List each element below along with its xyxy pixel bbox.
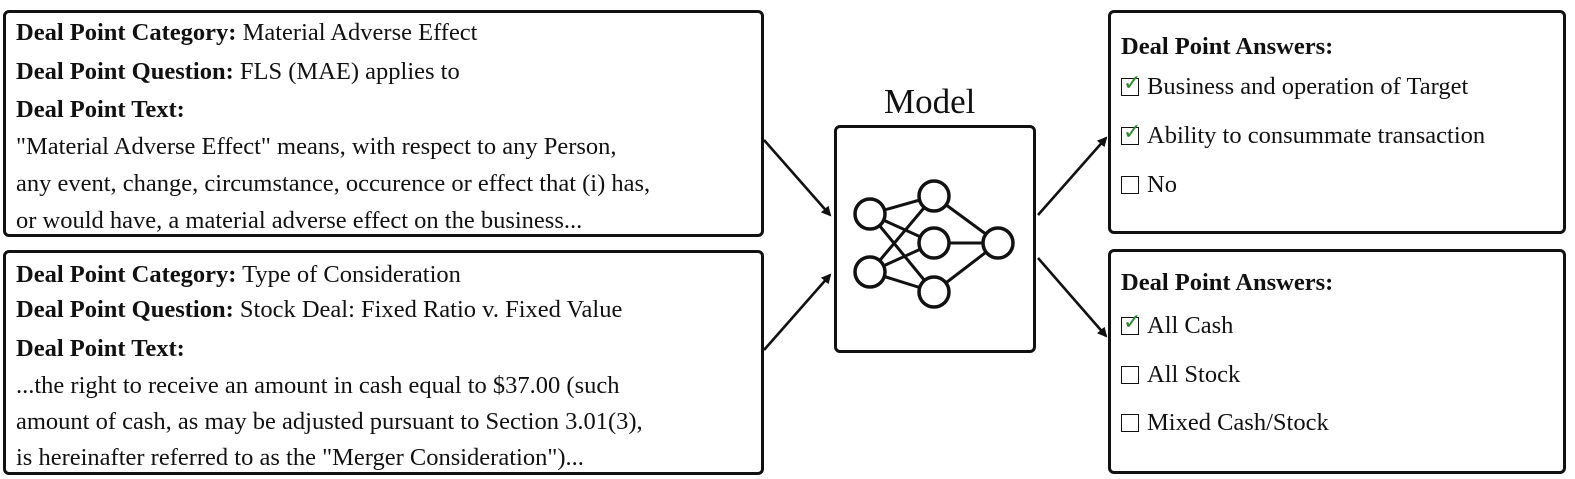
answer-label: All Cash bbox=[1147, 312, 1234, 339]
answers-title: Deal Point Answers: bbox=[1121, 33, 1334, 60]
answer-option: ✓ All Stock bbox=[1121, 361, 1241, 388]
text-label: Deal Point Text: bbox=[16, 335, 185, 362]
text-line: amount of cash, as may be adjusted pursu… bbox=[16, 408, 643, 435]
neural-network-icon bbox=[853, 179, 1015, 309]
answer-label: No bbox=[1147, 171, 1177, 198]
text-line: ...the right to receive an amount in cas… bbox=[16, 372, 620, 399]
checkbox: ✓ bbox=[1121, 414, 1139, 433]
answer-option: ✓ Ability to consummate transaction bbox=[1121, 122, 1486, 149]
answer-label: All Stock bbox=[1147, 361, 1241, 388]
answer-label: Ability to consummate transaction bbox=[1147, 122, 1486, 149]
question-label: Deal Point Question: bbox=[16, 58, 234, 85]
text-line: "Material Adverse Effect" means, with re… bbox=[16, 133, 617, 160]
arrow-model-to-answer2 bbox=[1037, 257, 1108, 338]
answer-option: ✓ No bbox=[1121, 171, 1177, 198]
checkmark-icon: ✓ bbox=[1123, 71, 1142, 97]
checkbox: ✓ bbox=[1121, 366, 1139, 385]
input-box-consideration: Deal Point Category: Type of Considerati… bbox=[3, 250, 764, 475]
question-label: Deal Point Question: bbox=[16, 296, 234, 323]
answer-option: ✓ Business and operation of Target bbox=[1121, 73, 1469, 100]
model-label: Model bbox=[884, 82, 976, 121]
arrow-input1-to-model bbox=[763, 139, 832, 217]
answer-box-consideration: Deal Point Answers: ✓ All Cash ✓ All Sto… bbox=[1108, 249, 1566, 474]
category-row: Deal Point Category: Type of Considerati… bbox=[16, 261, 461, 288]
text-line: or would have, a material adverse effect… bbox=[16, 207, 583, 234]
answer-option: ✓ All Cash bbox=[1121, 312, 1234, 339]
answer-label: Business and operation of Target bbox=[1147, 73, 1469, 100]
category-value: Material Adverse Effect bbox=[242, 19, 478, 46]
checkbox: ✓ bbox=[1121, 122, 1141, 146]
text-label: Deal Point Text: bbox=[16, 96, 185, 123]
model-box bbox=[834, 125, 1036, 353]
question-value: FLS (MAE) applies to bbox=[239, 58, 460, 85]
answer-box-mae: Deal Point Answers: ✓ Business and opera… bbox=[1108, 10, 1566, 234]
answer-option: ✓ Mixed Cash/Stock bbox=[1121, 409, 1329, 436]
arrow-model-to-answer1 bbox=[1037, 136, 1108, 216]
text-line: any event, change, circumstance, occuren… bbox=[16, 170, 651, 197]
category-label: Deal Point Category: bbox=[16, 261, 237, 288]
category-value: Type of Consideration bbox=[242, 261, 461, 288]
arrow-input2-to-model bbox=[763, 273, 832, 351]
checkmark-icon: ✓ bbox=[1123, 310, 1142, 336]
question-row: Deal Point Question: FLS (MAE) applies t… bbox=[16, 58, 460, 85]
answer-label: Mixed Cash/Stock bbox=[1147, 409, 1329, 436]
text-line: is hereinafter referred to as the "Merge… bbox=[16, 444, 584, 471]
checkbox: ✓ bbox=[1121, 176, 1139, 195]
question-value: Stock Deal: Fixed Ratio v. Fixed Value bbox=[239, 296, 623, 323]
checkmark-icon: ✓ bbox=[1123, 120, 1142, 146]
answers-title: Deal Point Answers: bbox=[1121, 269, 1334, 296]
checkbox: ✓ bbox=[1121, 73, 1141, 97]
category-label: Deal Point Category: bbox=[16, 19, 237, 46]
checkbox: ✓ bbox=[1121, 312, 1141, 336]
question-row: Deal Point Question: Stock Deal: Fixed R… bbox=[16, 296, 623, 323]
input-box-mae: Deal Point Category: Material Adverse Ef… bbox=[3, 10, 764, 237]
category-row: Deal Point Category: Material Adverse Ef… bbox=[16, 19, 478, 46]
